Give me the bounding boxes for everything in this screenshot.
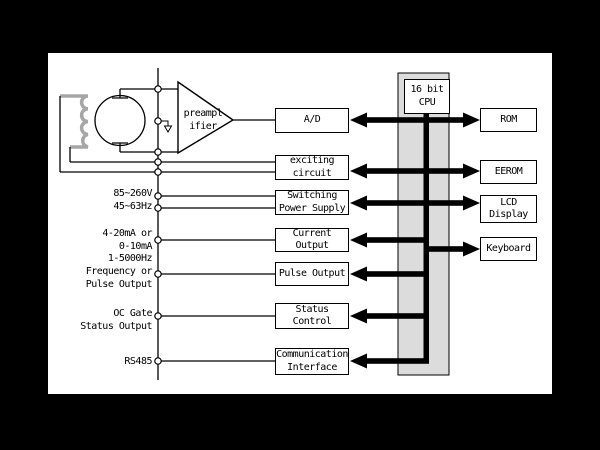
block-exciting-circuit: exciting circuit — [275, 155, 349, 180]
preamplifier-triangle — [177, 80, 235, 155]
electrode-bottom-wire — [112, 142, 178, 153]
excitation-coil — [60, 94, 89, 149]
coil-wire-a — [59, 96, 275, 173]
block-eerom: EEROM — [480, 160, 537, 184]
preamplifier-label: preampl ifier — [183, 108, 223, 132]
terminal — [154, 236, 162, 244]
terminal — [154, 192, 162, 200]
electrode-top-wire — [112, 88, 178, 99]
terminal — [154, 158, 162, 166]
signal-wires — [59, 68, 275, 380]
arrowhead-left — [350, 112, 367, 128]
arrowhead-left — [350, 308, 367, 324]
terminal — [154, 204, 162, 212]
block-keyboard: Keyboard — [480, 237, 537, 261]
terminal — [154, 148, 162, 156]
terminal — [154, 357, 162, 365]
label-oc-gate-status: OC Gate Status Output — [80, 308, 152, 332]
arrowhead-left — [350, 266, 367, 282]
block-status-control: Status Control — [275, 303, 349, 329]
flow-sensor-pipe — [94, 94, 146, 147]
arrowhead-left — [350, 195, 367, 211]
coil-wire-b — [69, 147, 275, 163]
terminal — [154, 117, 162, 125]
label-rs485: RS485 — [124, 356, 152, 367]
bus-arrows — [350, 112, 480, 369]
arrowhead-left — [350, 353, 367, 369]
block-cpu: 16 bit CPU — [404, 79, 450, 114]
terminal — [154, 270, 162, 278]
arrowhead-left — [350, 232, 367, 248]
block-communication-interface: Communication Interface — [275, 348, 349, 375]
block-switching-power-supply: Switching Power Supply — [275, 190, 349, 215]
arrowhead-right — [463, 112, 480, 128]
block-ad: A/D — [275, 108, 349, 133]
terminal — [154, 168, 162, 176]
arrowhead-right — [463, 241, 480, 257]
ground-symbol — [161, 120, 173, 133]
terminal — [154, 312, 162, 320]
block-lcd-display: LCD Display — [480, 195, 537, 223]
terminal — [154, 85, 162, 93]
arrowhead-right — [463, 163, 480, 179]
label-frequency-output: 1-5000Hz Frequency or Pulse Output — [85, 253, 153, 290]
block-current-output: Current Output — [275, 228, 349, 252]
label-power-input: 85~260V 45~63Hz — [113, 188, 152, 212]
label-current-output: 4-20mA or 0-10mA — [102, 228, 152, 252]
arrowhead-right — [463, 195, 480, 211]
block-pulse-output: Pulse Output — [275, 262, 349, 286]
block-rom: ROM — [480, 108, 537, 132]
terminal-circles — [154, 85, 162, 365]
arrowhead-left — [350, 163, 367, 179]
